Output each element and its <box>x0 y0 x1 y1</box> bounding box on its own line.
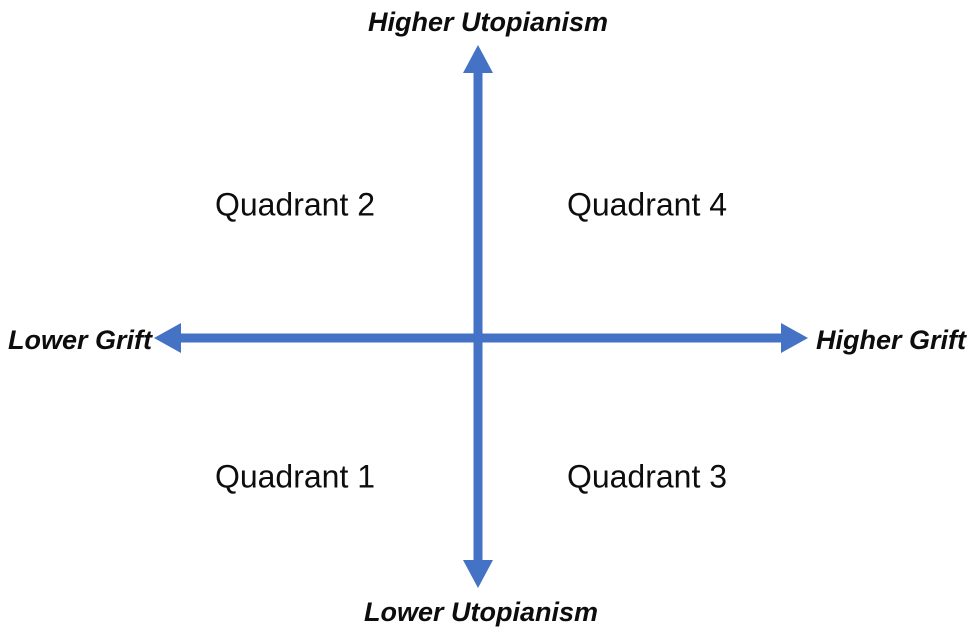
quadrant-3-label: Quadrant 3 <box>566 458 728 495</box>
arrow-up-icon <box>463 45 493 73</box>
axis-label-lower-utopianism: Lower Utopianism <box>363 597 599 627</box>
axis-label-higher-utopianism: Higher Utopianism <box>367 7 609 37</box>
arrow-down-icon <box>463 560 493 588</box>
vertical-axis-arrow <box>463 45 493 588</box>
quadrant-1-label: Quadrant 1 <box>214 458 376 495</box>
quadrant-2-label: Quadrant 2 <box>214 186 376 223</box>
arrow-right-icon <box>781 323 808 353</box>
axis-label-higher-grift: Higher Grift <box>815 324 966 355</box>
axis-label-lower-grift: Lower Grift <box>8 324 153 355</box>
arrow-left-icon <box>154 323 181 353</box>
quadrant-4-label: Quadrant 4 <box>566 186 728 223</box>
horizontal-axis-arrow <box>154 323 808 353</box>
